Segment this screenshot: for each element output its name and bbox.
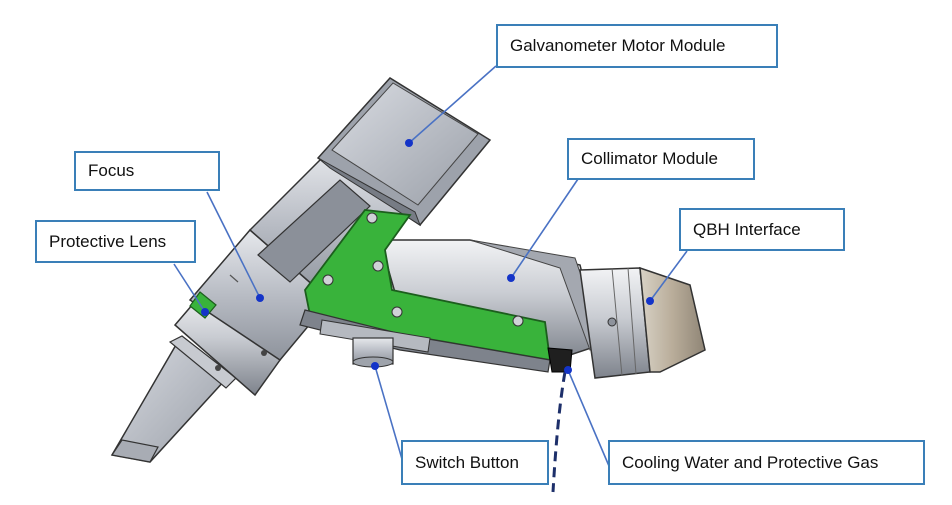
- label-galvanometer-motor-module: Galvanometer Motor Module: [496, 24, 778, 68]
- label-collimator-module: Collimator Module: [567, 138, 755, 180]
- label-focus: Focus: [74, 151, 220, 191]
- lower-body: [299, 309, 551, 373]
- nozzle-tip: [110, 335, 237, 463]
- label-switch-button: Switch Button: [401, 440, 549, 485]
- label-cooling-water-gas: Cooling Water and Protective Gas: [608, 440, 925, 485]
- qbh-interface: [579, 266, 706, 379]
- anchor-dots: [201, 139, 654, 374]
- leader-lines: [173, 65, 688, 467]
- label-qbh-interface: QBH Interface: [679, 208, 845, 251]
- label-protective-lens: Protective Lens: [35, 220, 196, 263]
- switch-button: [352, 337, 394, 368]
